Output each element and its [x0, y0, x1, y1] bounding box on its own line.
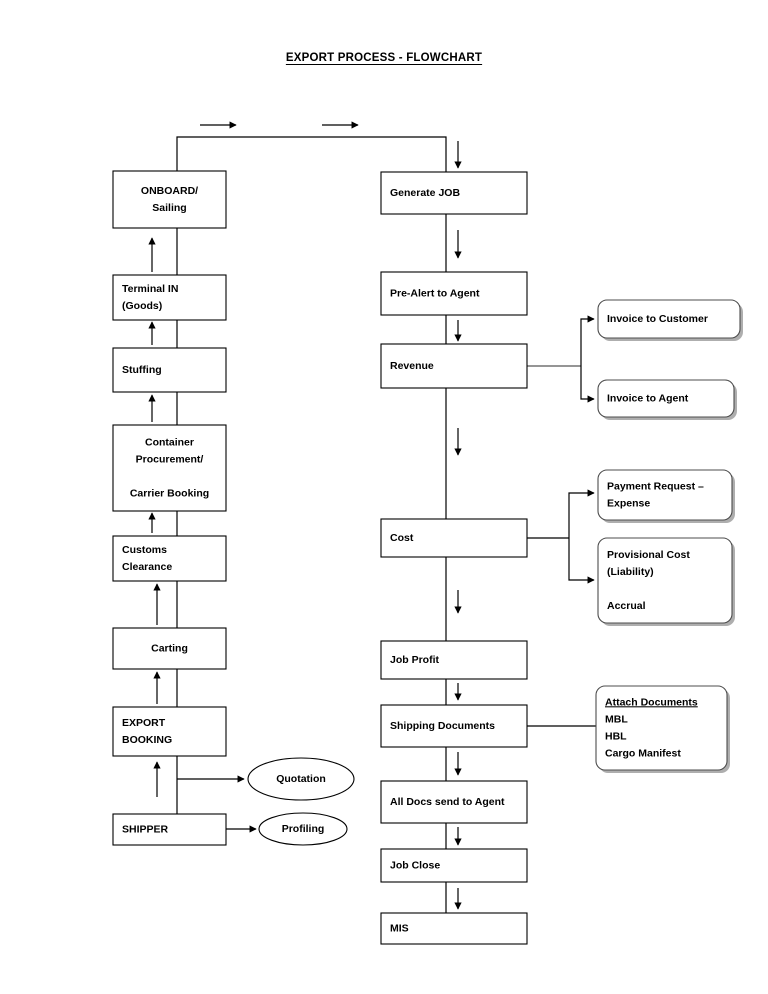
node-label: Job Close	[390, 859, 440, 871]
node-label: Customs	[122, 544, 167, 556]
node-cost[interactable]: Cost	[380, 518, 528, 558]
node-label: Accrual	[607, 600, 646, 612]
node-label: Invoice to Agent	[607, 392, 689, 404]
node-label: Profiling	[282, 823, 325, 835]
connector-revenue-invoice-customer	[580, 315, 595, 366]
node-box[interactable]	[380, 343, 528, 389]
node-label: Clearance	[122, 561, 172, 573]
node-mis[interactable]: MIS	[380, 912, 528, 945]
node-label: BOOKING	[122, 734, 172, 746]
node-label: Revenue	[390, 360, 434, 372]
node-box[interactable]	[112, 813, 227, 846]
node-label: Pre-Alert to Agent	[390, 287, 480, 299]
node-terminal-in[interactable]: Terminal IN (Goods)	[112, 274, 227, 321]
node-box[interactable]	[380, 912, 528, 945]
node-provisional-cost[interactable]: Provisional Cost (Liability) Accrual	[597, 537, 735, 626]
node-shipper[interactable]: SHIPPER	[112, 813, 227, 846]
node-label: Container	[145, 436, 194, 448]
node-box[interactable]	[112, 627, 227, 670]
node-pre-alert-to-agent[interactable]: Pre-Alert to Agent	[380, 271, 528, 316]
node-profiling[interactable]: Profiling	[258, 812, 348, 846]
node-box[interactable]	[112, 274, 227, 321]
node-label: MBL	[605, 713, 628, 725]
node-label: Carting	[151, 642, 188, 654]
node-box[interactable]	[597, 379, 735, 418]
node-box[interactable]	[380, 848, 528, 883]
node-label: Job Profit	[390, 654, 440, 666]
node-revenue[interactable]: Revenue	[380, 343, 528, 389]
node-invoice-to-agent[interactable]: Invoice to Agent	[597, 379, 737, 420]
node-payment-request-expense[interactable]: Payment Request – Expense	[597, 469, 735, 523]
node-box[interactable]	[597, 299, 741, 339]
node-label: Generate JOB	[390, 187, 460, 199]
node-label: All Docs send to Agent	[390, 796, 505, 808]
node-box[interactable]	[380, 518, 528, 558]
node-label: Stuffing	[122, 364, 162, 376]
connectors-layer	[148, 121, 596, 913]
node-export-booking[interactable]: EXPORT BOOKING	[112, 706, 227, 757]
node-label: HBL	[605, 730, 627, 742]
node-label: Invoice to Customer	[607, 313, 708, 325]
node-label: Attach Documents	[605, 696, 698, 708]
node-label: EXPORT	[122, 717, 166, 729]
node-onboard[interactable]: ONBOARD/Sailing	[112, 170, 227, 229]
connector-cost-payment-request	[568, 489, 595, 538]
node-stuffing[interactable]: Stuffing	[112, 347, 227, 393]
node-box[interactable]	[380, 271, 528, 316]
node-label: Quotation	[276, 773, 326, 785]
node-generate-job[interactable]: Generate JOB	[380, 171, 528, 215]
node-label: MIS	[390, 922, 409, 934]
node-shipping-documents[interactable]: Shipping Documents	[380, 704, 528, 748]
node-label: (Goods)	[122, 300, 162, 312]
node-label: (Liability)	[607, 566, 654, 578]
node-label: ONBOARD/	[141, 185, 198, 197]
node-box[interactable]	[112, 347, 227, 393]
node-label: Sailing	[152, 202, 186, 214]
node-job-close[interactable]: Job Close	[380, 848, 528, 883]
connector-revenue-invoice-agent	[580, 366, 595, 403]
node-box[interactable]	[380, 780, 528, 824]
node-carting[interactable]: Carting	[112, 627, 227, 670]
node-box[interactable]	[595, 685, 728, 771]
node-label: Carrier Booking	[130, 487, 209, 499]
node-label: Expense	[607, 497, 650, 509]
node-box[interactable]	[380, 704, 528, 748]
node-box[interactable]	[597, 469, 733, 521]
node-label: Payment Request –	[607, 480, 704, 492]
node-ellipse[interactable]	[258, 812, 348, 846]
node-ellipse[interactable]	[247, 757, 355, 801]
node-box[interactable]	[112, 170, 227, 229]
page-title: EXPORT PROCESS - FLOWCHART	[285, 52, 483, 64]
node-invoice-to-customer[interactable]: Invoice to Customer	[597, 299, 743, 341]
node-label: Cost	[390, 532, 414, 544]
node-label: Cargo Manifest	[605, 747, 681, 759]
node-label: Shipping Documents	[390, 720, 495, 732]
connector-cost-provisional	[568, 538, 595, 584]
node-quotation[interactable]: Quotation	[247, 757, 355, 801]
node-box[interactable]	[112, 535, 227, 582]
node-label: Terminal IN	[122, 283, 178, 295]
node-job-profit[interactable]: Job Profit	[380, 640, 528, 680]
node-all-docs-send-to-agent[interactable]: All Docs send to Agent	[380, 780, 528, 824]
connector-top-loop	[176, 136, 447, 172]
node-label: Provisional Cost	[607, 549, 690, 561]
node-box[interactable]	[112, 706, 227, 757]
node-box[interactable]	[112, 424, 227, 512]
node-label: SHIPPER	[122, 823, 169, 835]
node-label: Procurement/	[136, 453, 204, 465]
node-box[interactable]	[380, 640, 528, 680]
node-box[interactable]	[597, 537, 733, 624]
node-box[interactable]	[380, 171, 528, 215]
